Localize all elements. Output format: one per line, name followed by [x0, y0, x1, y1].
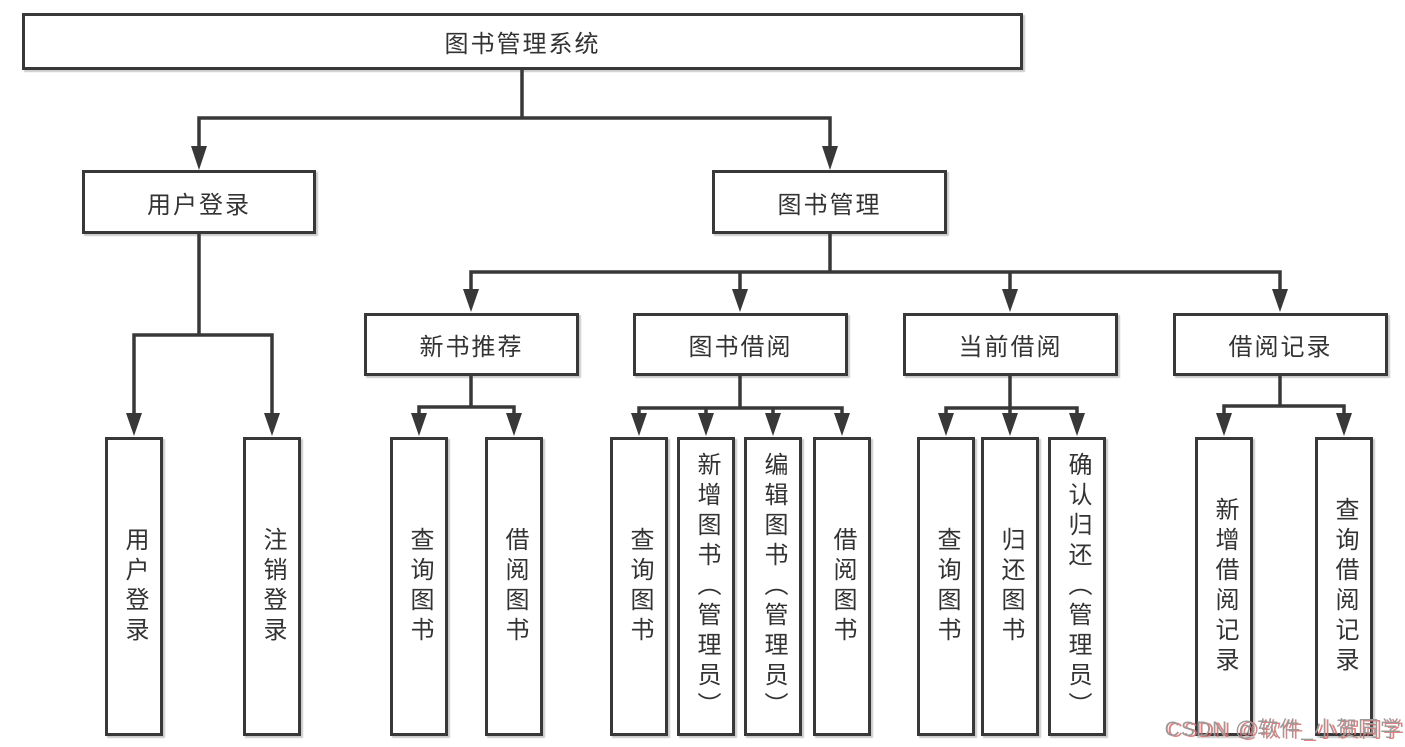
leaf-return-book: 归还图书: [981, 437, 1039, 736]
leaf-query-books-current-label: 查询图书: [933, 526, 960, 647]
node-root-label: 图书管理系统: [444, 31, 601, 58]
node-current-borrow: 当前借阅: [903, 313, 1118, 376]
leaf-add-book-admin-label: 新增图书（管理员）: [693, 451, 720, 722]
leaf-query-books-borrow: 查询图书: [610, 437, 668, 736]
leaf-confirm-return-admin-label: 确认归还（管理员）: [1064, 451, 1091, 722]
leaf-query-books-recommend: 查询图书: [390, 437, 448, 736]
leaf-query-books-current: 查询图书: [917, 437, 975, 736]
leaf-query-borrow-record: 查询借阅记录: [1315, 437, 1373, 736]
node-book-borrow: 图书借阅: [633, 313, 848, 376]
leaf-borrow-books-recommend: 借阅图书: [485, 437, 543, 736]
leaf-borrow-books: 借阅图书: [813, 437, 871, 736]
leaf-add-borrow-record: 新增借阅记录: [1195, 437, 1253, 736]
leaf-logout-label: 注销登录: [259, 526, 286, 647]
leaf-add-book-admin: 新增图书（管理员）: [677, 437, 735, 736]
node-root: 图书管理系统: [22, 13, 1023, 70]
leaf-return-book-label: 归还图书: [997, 526, 1024, 647]
leaf-query-books-recommend-label: 查询图书: [406, 526, 433, 647]
leaf-borrow-books-recommend-label: 借阅图书: [501, 526, 528, 647]
leaf-user-login: 用户登录: [105, 437, 163, 736]
csdn-watermark: CSDN @软件_小贺同学: [1164, 718, 1402, 741]
leaf-edit-book-admin-label: 编辑图书（管理员）: [760, 451, 787, 722]
node-borrow-records: 借阅记录: [1173, 313, 1388, 376]
node-current-borrow-label: 当前借阅: [958, 334, 1063, 361]
node-new-book-recommend-label: 新书推荐: [419, 334, 524, 361]
node-book-borrow-label: 图书借阅: [688, 334, 793, 361]
node-book-management: 图书管理: [712, 170, 947, 234]
leaf-user-login-label: 用户登录: [121, 526, 148, 647]
node-user-login: 用户登录: [82, 170, 316, 234]
node-user-login-label: 用户登录: [147, 191, 251, 219]
leaf-query-borrow-record-label: 查询借阅记录: [1331, 496, 1358, 677]
node-book-management-label: 图书管理: [777, 191, 882, 219]
leaf-logout: 注销登录: [243, 437, 301, 736]
arrowheads: [126, 146, 1352, 436]
node-borrow-records-label: 借阅记录: [1228, 334, 1333, 361]
leaf-edit-book-admin: 编辑图书（管理员）: [744, 437, 802, 736]
connector-path: [132, 67, 1346, 417]
node-new-book-recommend: 新书推荐: [364, 313, 579, 376]
leaf-query-books-borrow-label: 查询图书: [626, 526, 653, 647]
leaf-borrow-books-label: 借阅图书: [829, 526, 856, 647]
leaf-confirm-return-admin: 确认归还（管理员）: [1048, 437, 1106, 736]
leaf-add-borrow-record-label: 新增借阅记录: [1211, 496, 1238, 677]
